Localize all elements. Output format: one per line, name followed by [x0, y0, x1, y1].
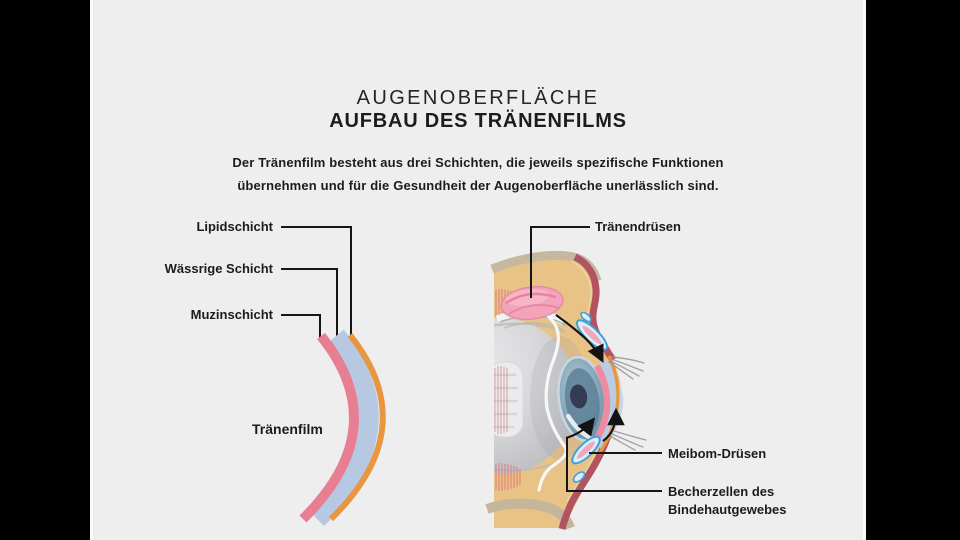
label-tear-film: Tränenfilm	[252, 421, 323, 437]
label-lipid-layer: Lipidschicht	[196, 219, 273, 234]
eye-muscle-ridges	[494, 373, 518, 429]
leader-line-mucin	[281, 314, 321, 341]
meibomian-gland-lower-small	[572, 471, 586, 483]
lacrimal-duct-line-2	[503, 322, 564, 331]
letterbox-left	[0, 0, 90, 540]
label-goblet-cells: Becherzellen des Bindehautgewebes	[668, 484, 787, 517]
eyelashes-upper	[608, 356, 645, 380]
label-meibomian-glands: Meibom-Drüsen	[668, 446, 767, 461]
leader-line-aqueous	[281, 268, 338, 339]
label-lacrimal-glands: Tränendrüsen	[595, 219, 681, 234]
eye-cross-section	[485, 226, 662, 530]
page-subtitle: AUGENOBERFLÄCHE	[356, 87, 600, 109]
lacrimal-gland	[500, 285, 564, 321]
page-title: AUFBAU DES TRÄNENFILMS	[329, 110, 627, 132]
muscle-striations-mid	[494, 366, 508, 434]
tear-flow-arrow-lower-right	[602, 407, 625, 442]
slide-content	[90, 0, 866, 540]
meibomian-gland-lower	[571, 435, 601, 465]
eye-muscle	[494, 361, 524, 438]
pupil	[570, 384, 588, 409]
intro-text-line2: übernehmen und für die Gesundheit der Au…	[237, 178, 719, 193]
aqueous-layer-band	[309, 329, 379, 527]
cornea-mucin-band	[592, 364, 611, 444]
letterbox-right	[866, 0, 960, 540]
label-mucin-layer: Muzinschicht	[190, 307, 273, 322]
meibomian-gland-upper-small	[580, 311, 592, 323]
intro-text-line1: Der Tränenfilm besteht aus drei Schichte…	[232, 155, 724, 170]
eyelashes-lower	[609, 430, 647, 451]
muscle-striations-bottom	[495, 463, 521, 491]
leader-line-goblet	[566, 437, 662, 492]
label-aqueous-layer: Wässrige Schicht	[164, 261, 273, 276]
cornea-lipid-line	[597, 355, 620, 455]
conjunctiva-outline	[537, 315, 568, 492]
eyeball-contour-top	[494, 322, 566, 333]
lipid-layer-band	[328, 333, 386, 522]
tear-flow-arrow-upper	[555, 314, 604, 363]
tear-flow-arrow-lower-left	[565, 417, 596, 440]
cornea-aqueous-band	[594, 359, 619, 450]
leader-line-lacrimal	[530, 226, 590, 298]
leader-line-lipid	[281, 226, 352, 339]
tear-film-layer-diagram	[281, 226, 386, 527]
meibomian-gland-upper	[575, 319, 609, 351]
mucin-layer-band	[299, 332, 359, 523]
